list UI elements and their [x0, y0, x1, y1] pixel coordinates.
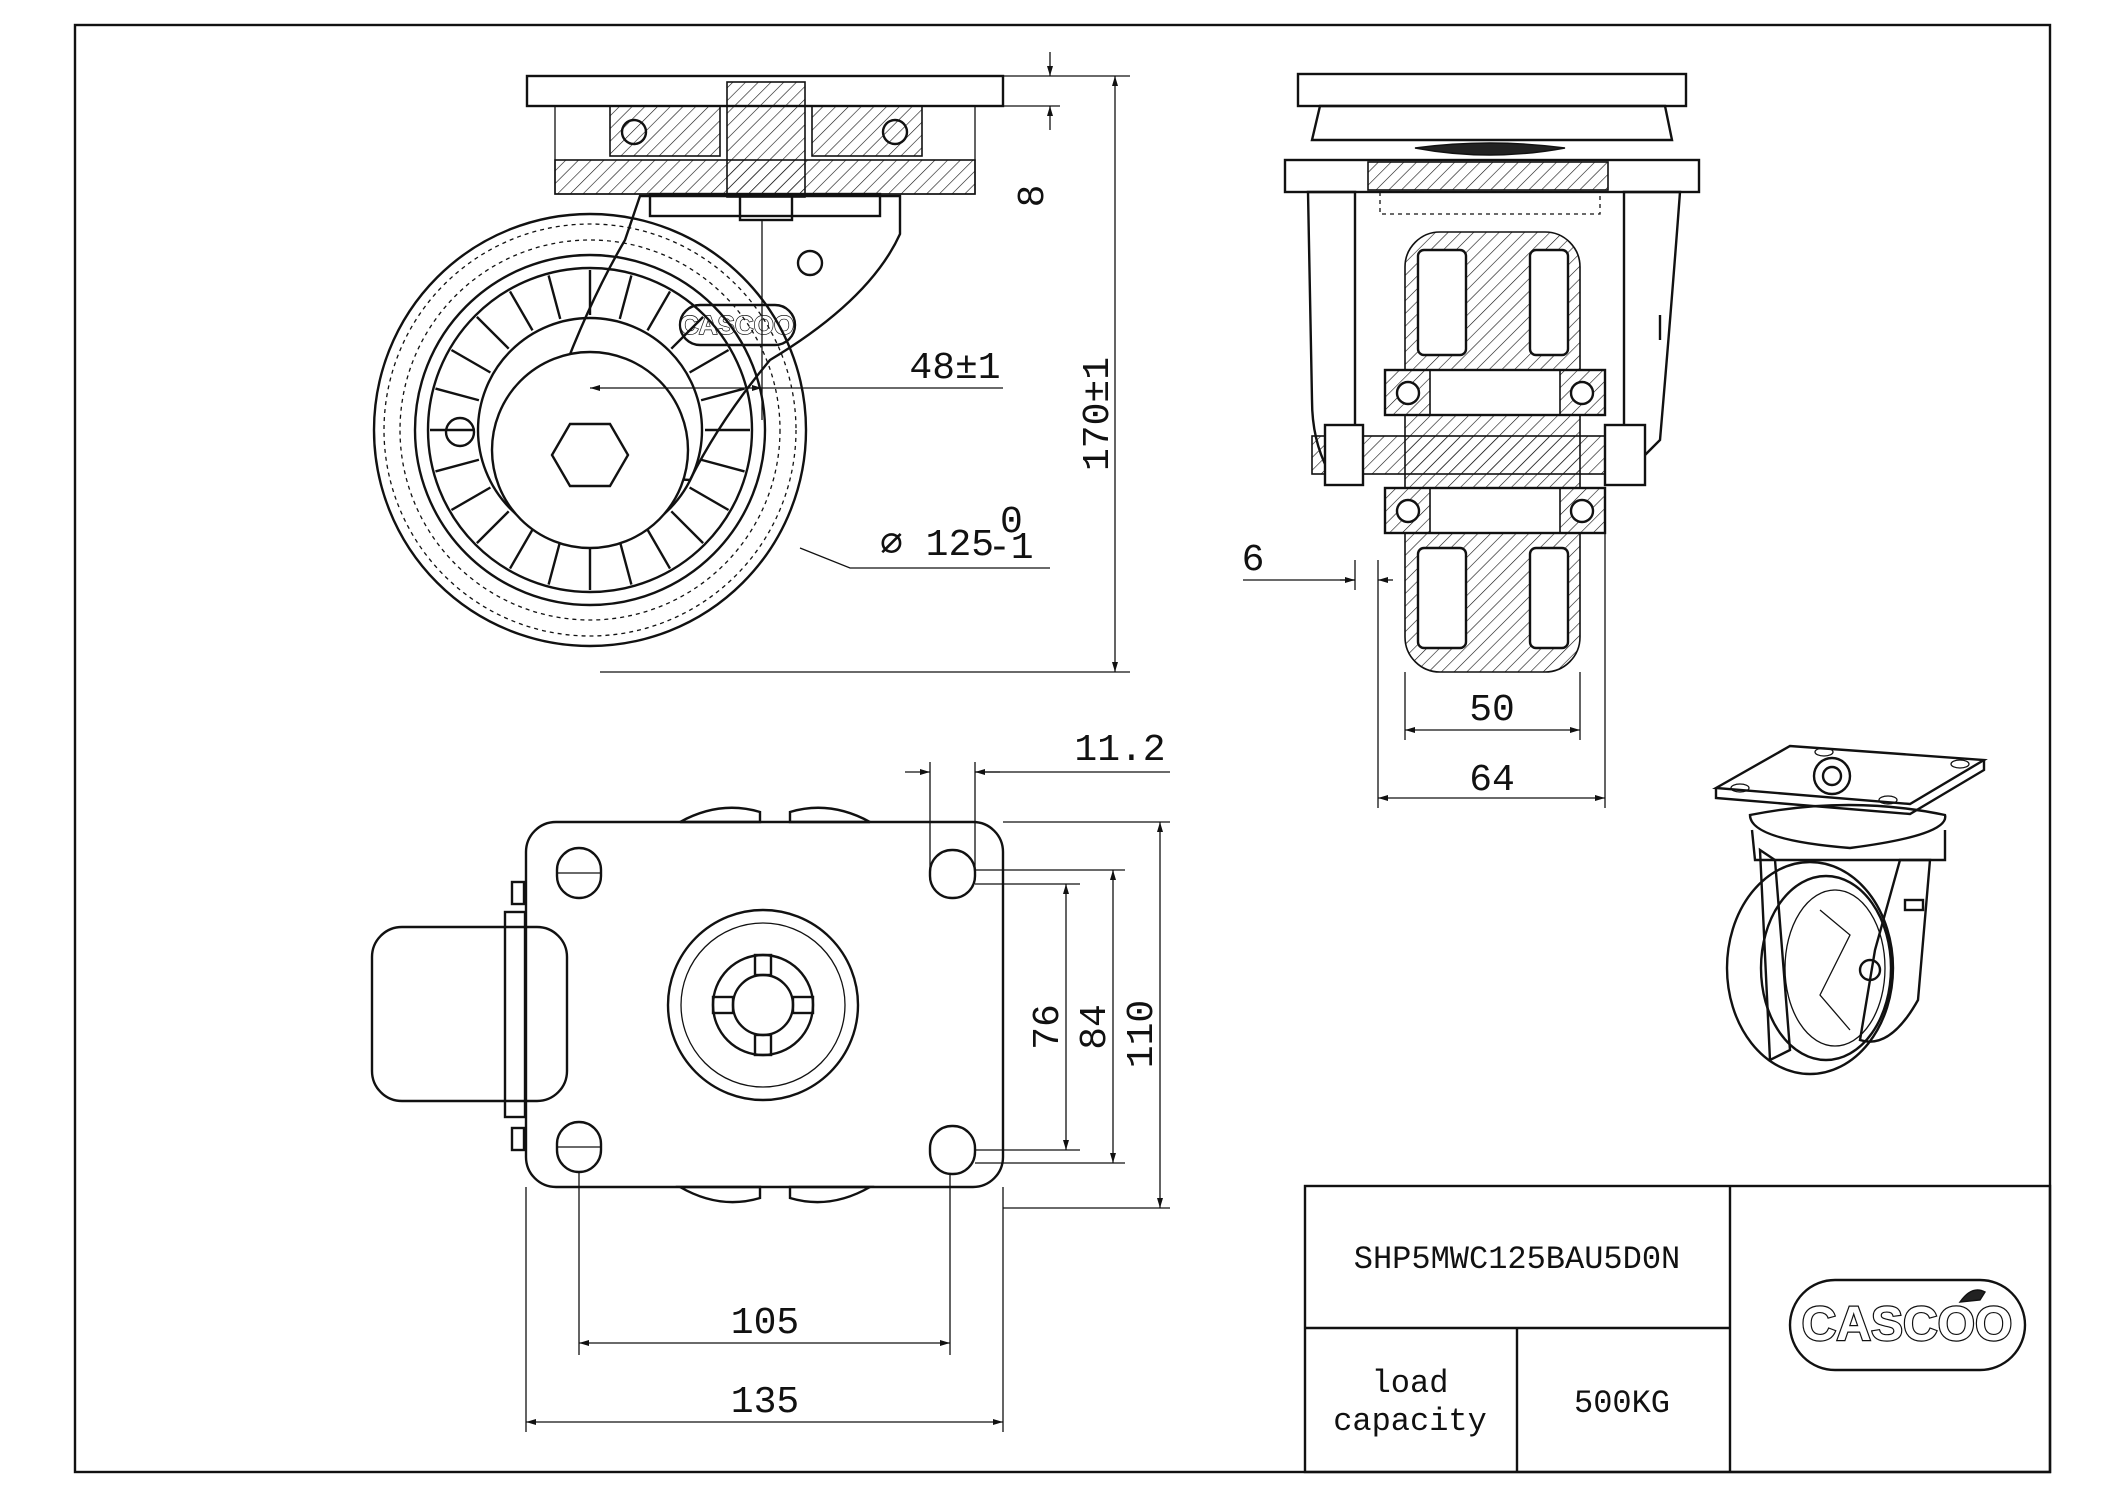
dim-slot-width: 11.2	[1074, 729, 1165, 772]
front-top-plate	[1296, 72, 1688, 108]
dim-overall-height: 170±1	[1077, 357, 1120, 471]
wheel-spoke	[547, 275, 562, 320]
load-capacity-value: 500KG	[1574, 1385, 1670, 1422]
wheel-spoke	[618, 540, 633, 585]
dim-axle-protrusion: 6	[1242, 539, 1265, 582]
bolt-slot-bottom-right	[928, 1124, 977, 1176]
wheel-spoke	[547, 540, 562, 585]
wheel-spoke	[670, 510, 704, 544]
wheel-hub	[490, 350, 690, 550]
dim-wheel-tol-lower: -1	[988, 527, 1034, 570]
dim-bolt-spacing-84: 84	[1074, 1004, 1117, 1050]
plate-view-wheel	[370, 925, 569, 1103]
dim-plate-length: 135	[731, 1381, 799, 1424]
dim-plate-thickness: 8	[1012, 185, 1055, 208]
wheel-spoke	[435, 458, 480, 473]
side-view: CASCOO 48±1 ∅ 125 0 -1 170±1 8	[372, 52, 1130, 673]
wheel-spoke	[700, 387, 745, 402]
plate-view: 11.2 76 84 110 105 135	[370, 729, 1170, 1432]
plate-center-boss	[666, 908, 860, 1102]
brand-logo-text: CASCOO	[1802, 1298, 2013, 1351]
iso-wheel	[1725, 860, 1895, 1076]
brand-logo-badge	[1788, 1278, 2027, 1372]
bolt-slot-top-right	[928, 848, 977, 900]
front-fork-right	[1622, 190, 1682, 472]
wheel-spoke	[508, 528, 534, 570]
dim-bolt-spacing-long: 105	[731, 1302, 799, 1345]
dim-wheel-diameter: ∅ 125	[880, 524, 994, 567]
wheel-spoke	[646, 290, 672, 332]
load-capacity-label-line2: capacity	[1333, 1403, 1487, 1440]
wheel-spoke	[670, 316, 704, 350]
dim-hub-width: 64	[1469, 759, 1515, 802]
axle-nut	[550, 422, 630, 488]
dim-swivel-offset: 48±1	[909, 347, 1000, 390]
wheel-spoke	[646, 528, 672, 570]
wheel-spoke	[435, 387, 480, 402]
fork-logo-plate	[678, 303, 797, 347]
wheel-spoke	[476, 316, 510, 350]
top-plate-outline	[524, 820, 1005, 1189]
brand-logo-swoosh-icon	[1958, 1289, 1986, 1303]
front-view: 6 50 64	[1242, 72, 1701, 808]
title-block: SHP5MWC125BAU5D0N load capacity 500KG CA…	[1303, 1184, 2052, 1474]
wheel-rim	[426, 266, 754, 594]
wheel-spoke	[508, 290, 534, 332]
load-capacity-label-line1: load	[1372, 1365, 1449, 1402]
wheel-spoke	[450, 486, 492, 512]
part-number: SHP5MWC125BAU5D0N	[1354, 1241, 1680, 1278]
wheel-spoke	[450, 348, 492, 374]
axle	[1311, 435, 1643, 475]
iso-fork	[1758, 847, 1792, 1062]
wheel-spokes	[430, 270, 750, 590]
wheel-spoke	[618, 275, 633, 320]
drawing-border	[73, 23, 2052, 1474]
dim-bolt-spacing-76: 76	[1027, 1004, 1070, 1050]
wheel-spoke	[688, 486, 730, 512]
dim-plate-width: 110	[1121, 1000, 1164, 1068]
isometric-view	[1712, 744, 1988, 1076]
wheel-spoke	[476, 510, 510, 544]
wheel-spoke	[688, 348, 730, 374]
dim-wheel-tol-upper: 0	[1000, 501, 1023, 544]
wheel-spoke	[700, 458, 745, 473]
dim-tread-width: 50	[1469, 689, 1515, 732]
wheel-tyre-outer	[372, 212, 808, 648]
